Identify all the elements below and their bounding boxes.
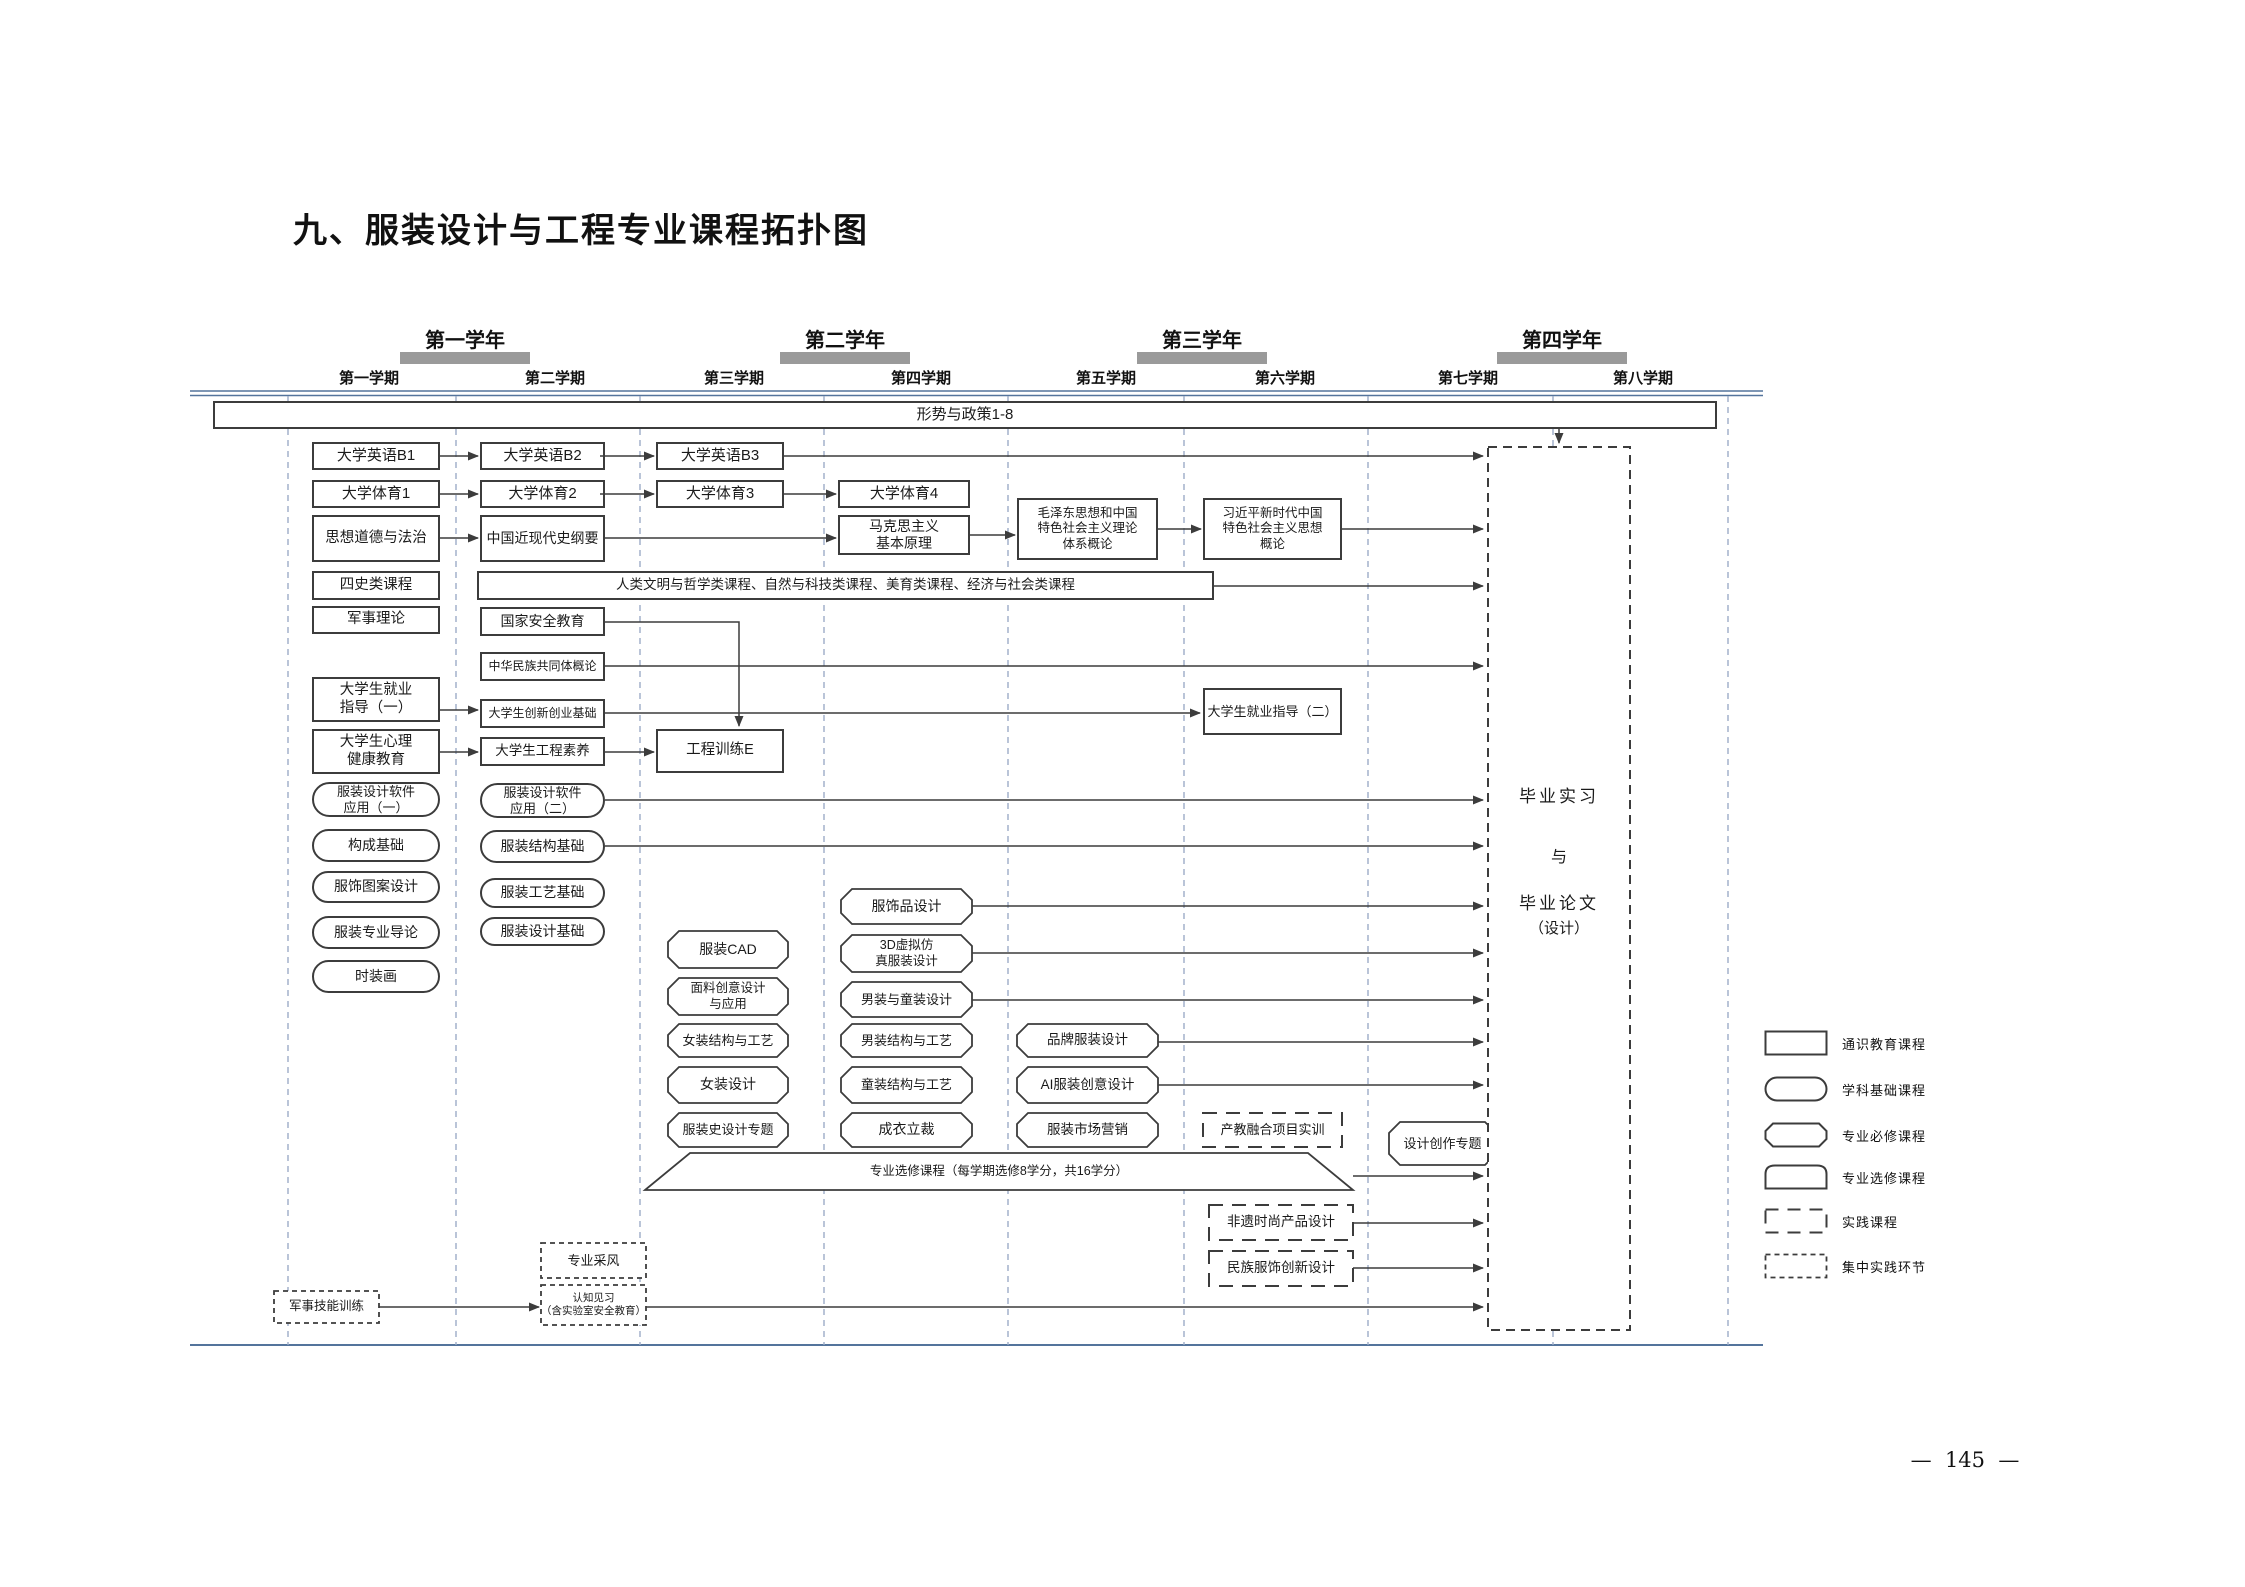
legend-symbol-cdash — [1764, 1253, 1828, 1279]
course-node-four-histories: 四史类课程 — [312, 571, 440, 600]
legend-label: 集中实践环节 — [1842, 1259, 1927, 1275]
course-node-womenswear-design: 女装设计 — [700, 1076, 756, 1093]
course-node-clothing-structure-basics: 服装结构基础 — [480, 830, 605, 863]
legend-item-stadium: 学科基础课程 — [1764, 1076, 1926, 1102]
course-node-menswear-structure: 男装结构与工艺 — [860, 1032, 952, 1048]
semester-header-2: 第二学期 — [524, 370, 585, 387]
year-header-2: 第二学年 — [805, 330, 885, 352]
legend-symbol-stadium — [1764, 1076, 1828, 1102]
course-node-pattern-design: 服饰图案设计 — [312, 871, 440, 903]
course-node-situation-policy: 形势与政策1-8 — [213, 401, 1717, 429]
course-node-composition-basics: 构成基础 — [312, 829, 440, 862]
legend-symbol-oct — [1764, 1122, 1828, 1148]
semester-header-7: 第七学期 — [1437, 370, 1498, 387]
course-node-career-guidance-1: 大学生就业指导（一） — [312, 677, 440, 722]
course-node-menswear-childrenswear-design: 男装与童装设计 — [860, 991, 952, 1007]
course-node-college-english-b3: 大学英语B3 — [656, 442, 784, 470]
legend-item-rect: 通识教育课程 — [1764, 1030, 1926, 1056]
year-header-3: 第三学年 — [1162, 330, 1242, 352]
course-node-mao-thought: 毛泽东思想和中国特色社会主义理论体系概论 — [1017, 498, 1158, 560]
legend-label: 专业必修课程 — [1842, 1128, 1927, 1144]
course-node-ideology-morality-law: 思想道德与法治 — [312, 515, 440, 562]
course-node-major-introduction: 服装专业导论 — [312, 916, 440, 949]
course-node-accessories-design: 服饰品设计 — [871, 897, 942, 914]
course-node-fabric-creative-design: 面料创意设计与应用 — [690, 981, 766, 1011]
course-node-college-english-b1: 大学英语B1 — [312, 442, 440, 470]
course-node-pe-1: 大学体育1 — [312, 480, 440, 508]
course-node-intangible-heritage-design: 非遗时尚产品设计 — [1227, 1214, 1335, 1230]
course-node-craft-basics: 服装工艺基础 — [480, 878, 605, 908]
semester-header-4: 第四学期 — [890, 370, 951, 387]
semester-header-6: 第六学期 — [1254, 370, 1315, 387]
legend-symbol-rect — [1764, 1030, 1828, 1056]
legend-symbol-roundtop — [1764, 1164, 1828, 1190]
page-number: — 145 — — [1910, 1448, 2020, 1472]
course-node-womenswear-structure: 女装结构与工艺 — [682, 1032, 774, 1048]
course-node-mental-health: 大学生心理健康教育 — [312, 729, 440, 774]
course-node-national-security-edu: 国家安全教育 — [480, 607, 605, 636]
semester-header-3: 第三学期 — [703, 370, 764, 387]
course-node-fashion-drawing: 时装画 — [312, 960, 440, 993]
legend-label: 实践课程 — [1842, 1214, 1899, 1230]
course-node-design-software-2: 服装设计软件应用（二） — [480, 783, 605, 818]
course-node-industry-education-training: 产教融合项目实训 — [1220, 1122, 1325, 1138]
course-node-clothing-cad: 服装CAD — [699, 940, 757, 957]
legend-label: 学科基础课程 — [1842, 1082, 1927, 1098]
year-header-1: 第一学年 — [425, 330, 505, 352]
legend-symbol-dash — [1764, 1208, 1828, 1234]
legend-label: 通识教育课程 — [1842, 1036, 1927, 1052]
course-node-fashion-history-seminar: 服装史设计专题 — [682, 1122, 774, 1138]
course-node-design-creation-seminar: 设计创作专题 — [1403, 1135, 1482, 1151]
course-node-pe-2: 大学体育2 — [480, 480, 605, 508]
course-node-xi-thought: 习近平新时代中国特色社会主义思想概论 — [1203, 498, 1342, 560]
year-bar-1 — [400, 352, 530, 364]
course-node-design-basics: 服装设计基础 — [480, 917, 605, 946]
year-header-4: 第四学年 — [1522, 330, 1602, 352]
course-node-humanities-electives-bar: 人类文明与哲学类课程、自然与科技类课程、美育类课程、经济与社会类课程 — [477, 571, 1214, 600]
course-node-pe-4: 大学体育4 — [838, 480, 970, 508]
course-node-cognitive-internship: 认知见习（含实验室安全教育） — [541, 1292, 646, 1317]
course-node-ready-to-wear-draping: 成衣立裁 — [878, 1121, 935, 1138]
legend-item-oct: 专业必修课程 — [1764, 1122, 1926, 1148]
course-node-ethnic-costume-design: 民族服饰创新设计 — [1227, 1260, 1335, 1276]
course-node-elective-bar: 专业选修课程（每学期选修8学分，共16学分） — [869, 1163, 1129, 1178]
year-bar-4 — [1497, 352, 1627, 364]
year-bar-2 — [780, 352, 910, 364]
semester-header-8: 第八学期 — [1612, 370, 1673, 387]
course-node-fashion-marketing: 服装市场营销 — [1047, 1121, 1128, 1137]
course-node-innovation-entrepreneurship: 大学生创新创业基础 — [480, 699, 605, 728]
course-node-field-study: 专业采风 — [567, 1252, 620, 1268]
course-node-brand-design: 品牌服装设计 — [1047, 1032, 1128, 1048]
course-node-modern-chinese-history: 中国近现代史纲要 — [480, 515, 605, 562]
course-node-threed-virtual-design: 3D虚拟仿真服装设计 — [875, 938, 938, 968]
legend-item-roundtop: 专业选修课程 — [1764, 1164, 1926, 1190]
legend-label: 专业选修课程 — [1842, 1170, 1927, 1186]
course-node-chinese-nation-community: 中华民族共同体概论 — [480, 652, 605, 681]
legend-item-cdash: 集中实践环节 — [1764, 1253, 1926, 1279]
course-node-engineering-literacy: 大学生工程素养 — [480, 737, 605, 766]
legend-item-dash: 实践课程 — [1764, 1208, 1898, 1234]
page-title: 九、服装设计与工程专业课程拓扑图 — [293, 212, 869, 250]
course-node-ai-creative-design: AI服装创意设计 — [1040, 1076, 1135, 1092]
graduation-internship-thesis-label: 毕业实习与毕业论文（设计） — [1519, 787, 1599, 937]
course-node-career-guidance-2: 大学生就业指导（二） — [1203, 688, 1342, 735]
course-node-pe-3: 大学体育3 — [656, 480, 784, 508]
year-bar-3 — [1137, 352, 1267, 364]
course-node-military-skills-training: 军事技能训练 — [288, 1299, 364, 1314]
semester-header-5: 第五学期 — [1075, 370, 1136, 387]
course-node-college-english-b2: 大学英语B2 — [480, 442, 605, 470]
semester-header-1: 第一学期 — [338, 370, 399, 387]
course-node-childrenswear-structure: 童装结构与工艺 — [860, 1077, 952, 1093]
course-node-marxism-principles: 马克思主义基本原理 — [838, 515, 970, 555]
connector-arrow — [605, 621, 744, 727]
course-node-engineering-training-e: 工程训练E — [656, 729, 784, 773]
course-node-design-software-1: 服装设计软件应用（一） — [312, 782, 440, 817]
course-node-military-theory: 军事理论 — [312, 606, 440, 634]
